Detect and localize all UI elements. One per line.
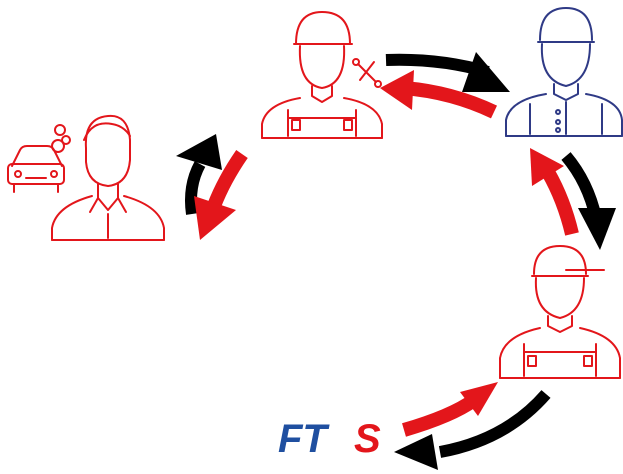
fts-logo: FT S (278, 417, 381, 461)
customer-with-car-icon (8, 116, 164, 240)
fts-logo-text-blue: FT (278, 417, 330, 461)
mechanic-with-tools-icon (262, 12, 382, 138)
supplier-person-icon (506, 8, 622, 136)
arrow-fts-to-worker (404, 382, 498, 430)
fts-logo-text-red: S (354, 417, 381, 461)
worker-person-icon (500, 246, 620, 378)
arrow-supplier-to-worker (566, 156, 616, 250)
